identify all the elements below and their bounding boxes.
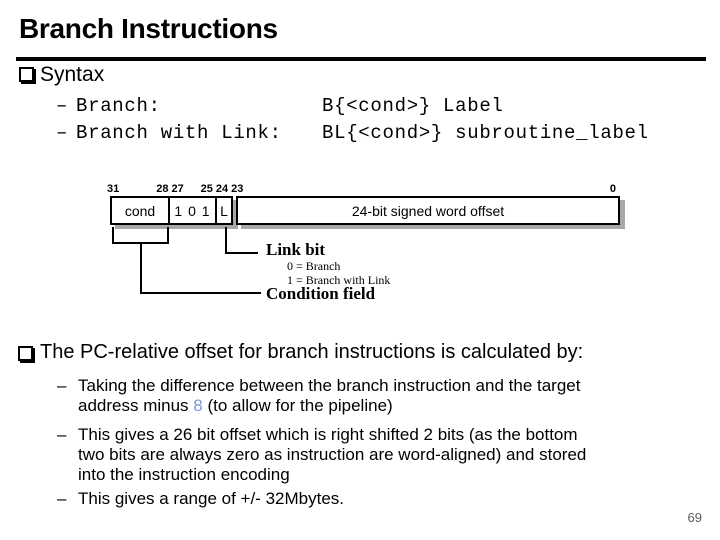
- field-box-offset: 24-bit signed word offset: [236, 196, 620, 225]
- field-box-link: L: [215, 196, 233, 225]
- link-bit-label: Link bit: [266, 240, 326, 259]
- connector-line: [140, 292, 261, 294]
- syntax-row-label: Branch with Link:: [76, 122, 282, 144]
- offset-heading: The PC-relative offset for branch instru…: [40, 341, 584, 363]
- bit-label-31: 31: [107, 183, 120, 195]
- offset-bullet-text: Taking the difference between the branch…: [78, 376, 684, 416]
- connector-line: [167, 227, 169, 244]
- syntax-heading: Syntax: [40, 63, 105, 86]
- dash-bullet-icon: –: [57, 489, 67, 508]
- syntax-row-code: B{<cond>} Label: [322, 95, 504, 117]
- bullet-text-post: (to allow for the pipeline): [202, 396, 393, 415]
- page-number: 69: [687, 510, 702, 525]
- dash-bullet-icon: –: [57, 425, 67, 444]
- syntax-row-code: BL{<cond>} subroutine_label: [322, 122, 649, 144]
- connector-line: [225, 252, 258, 254]
- highlighted-number: 8: [193, 396, 203, 415]
- connector-line: [112, 242, 169, 244]
- bullet-text-pre: Taking the difference between the branch…: [78, 376, 581, 415]
- square-bullet-icon: [18, 346, 33, 361]
- dash-bullet-icon: –: [56, 95, 69, 117]
- connector-line: [140, 244, 142, 294]
- offset-bullet-text: This gives a range of +/- 32Mbytes.: [78, 489, 344, 508]
- title-underline: [16, 57, 706, 61]
- bit-label-0: 0: [609, 183, 616, 195]
- field-box-101: 1 0 1: [168, 196, 217, 225]
- bit-label-28-27: 28 27: [156, 183, 184, 195]
- field-box-cond: cond: [110, 196, 170, 225]
- square-bullet-icon: [19, 67, 34, 82]
- dash-bullet-icon: –: [56, 122, 69, 144]
- bit-label-25-24-23: 25 24 23: [200, 183, 244, 195]
- dash-bullet-icon: –: [57, 376, 67, 395]
- connector-line: [112, 227, 114, 244]
- connector-line: [225, 227, 227, 254]
- link-bit-value-0: 0 = Branch: [287, 259, 341, 273]
- syntax-row-label: Branch:: [76, 95, 161, 117]
- link-bit-value-1: 1 = Branch with Link: [287, 273, 391, 287]
- page-title: Branch Instructions: [19, 13, 278, 44]
- condition-field-label: Condition field: [266, 284, 376, 303]
- offset-bullet-text: This gives a 26 bit offset which is righ…: [78, 425, 587, 484]
